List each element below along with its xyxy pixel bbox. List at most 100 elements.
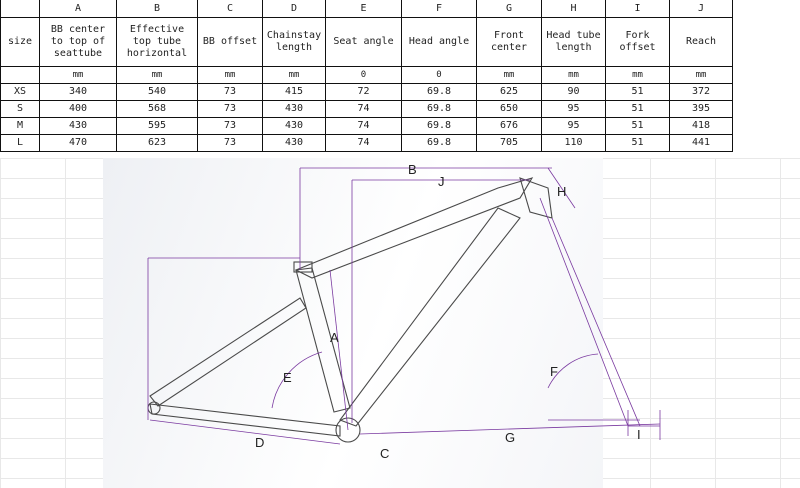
label-c: C	[380, 446, 389, 461]
size-cell: L	[0, 134, 40, 152]
value-cell: 372	[669, 83, 733, 101]
value-cell: 51	[605, 83, 670, 101]
value-cell: 340	[39, 83, 117, 101]
value-cell: 415	[262, 83, 326, 101]
label-i: I	[637, 427, 641, 442]
value-cell: 705	[476, 134, 542, 152]
seat-stays	[149, 297, 307, 407]
column-header: BB offset	[197, 17, 263, 67]
unit-cell: mm	[541, 66, 606, 84]
label-e: E	[283, 370, 292, 385]
value-cell: 595	[116, 117, 198, 135]
value-cell: 418	[669, 117, 733, 135]
label-j: J	[438, 174, 445, 189]
unit-cell: mm	[605, 66, 670, 84]
size-cell: XS	[0, 83, 40, 101]
down-tube	[339, 207, 521, 427]
frame-geometry-diagram: B J H A E F D C G I	[147, 162, 661, 461]
value-cell: 430	[39, 117, 117, 135]
column-header: Reach	[669, 17, 733, 67]
column-letter: I	[605, 0, 670, 18]
value-cell: 395	[669, 100, 733, 118]
unit-cell: mm	[262, 66, 326, 84]
label-b: B	[408, 162, 417, 177]
value-cell: 74	[325, 100, 402, 118]
value-cell: 676	[476, 117, 542, 135]
value-cell: 51	[605, 134, 670, 152]
value-cell: 73	[197, 134, 263, 152]
label-f: F	[550, 364, 558, 379]
top-tube	[294, 177, 534, 279]
value-cell: 430	[262, 134, 326, 152]
value-cell: 69.8	[401, 134, 477, 152]
value-cell: 95	[541, 100, 606, 118]
value-cell: 74	[325, 134, 402, 152]
column-letter: E	[325, 0, 402, 18]
size-cell: M	[0, 117, 40, 135]
column-header: Head angle	[401, 17, 477, 67]
label-h: H	[557, 184, 566, 199]
column-header: Effective top tube horizontal	[116, 17, 198, 67]
value-cell: 72	[325, 83, 402, 101]
column-letter: B	[116, 0, 198, 18]
column-header: BB center to top of seattube	[39, 17, 117, 67]
column-letter: H	[541, 0, 606, 18]
value-cell: 74	[325, 117, 402, 135]
column-letter: A	[39, 0, 117, 18]
value-cell: 441	[669, 134, 733, 152]
value-cell: 90	[541, 83, 606, 101]
value-cell: 51	[605, 100, 670, 118]
column-letter: F	[401, 0, 477, 18]
unit-cell: mm	[476, 66, 542, 84]
value-cell: 430	[262, 100, 326, 118]
value-cell: 69.8	[401, 117, 477, 135]
column-header: Head tube length	[541, 17, 606, 67]
size-cell: S	[0, 100, 40, 118]
unit-cell: mm	[39, 66, 117, 84]
value-cell: 69.8	[401, 83, 477, 101]
column-letter: J	[669, 0, 733, 18]
unit-cell: mm	[669, 66, 733, 84]
value-cell: 73	[197, 117, 263, 135]
label-d: D	[255, 435, 264, 450]
value-cell: 110	[541, 134, 606, 152]
column-header: Fork offset	[605, 17, 670, 67]
column-letter: C	[197, 0, 263, 18]
seatpost-top	[293, 261, 313, 273]
value-cell: 650	[476, 100, 542, 118]
dimension-lines	[147, 167, 661, 445]
head-tube	[519, 177, 553, 219]
unit-cell: mm	[116, 66, 198, 84]
value-cell: 73	[197, 83, 263, 101]
value-cell: 95	[541, 117, 606, 135]
label-a: A	[330, 330, 339, 345]
value-cell: 470	[39, 134, 117, 152]
unit-cell	[0, 66, 40, 84]
unit-cell: mm	[197, 66, 263, 84]
unit-cell: 0	[401, 66, 477, 84]
column-header: Seat angle	[325, 17, 402, 67]
frame-outline	[147, 177, 553, 443]
value-cell: 430	[262, 117, 326, 135]
value-cell: 540	[116, 83, 198, 101]
column-header: size	[0, 17, 40, 67]
label-g: G	[505, 430, 515, 445]
value-cell: 400	[39, 100, 117, 118]
chain-stays	[149, 403, 341, 437]
bottom-bracket-shell	[335, 417, 361, 443]
value-cell: 73	[197, 100, 263, 118]
column-header: Chainstay length	[262, 17, 326, 67]
column-letter	[0, 0, 40, 18]
column-letter: G	[476, 0, 542, 18]
value-cell: 51	[605, 117, 670, 135]
value-cell: 625	[476, 83, 542, 101]
seat-tube	[295, 267, 351, 413]
rear-dropout	[147, 401, 161, 415]
